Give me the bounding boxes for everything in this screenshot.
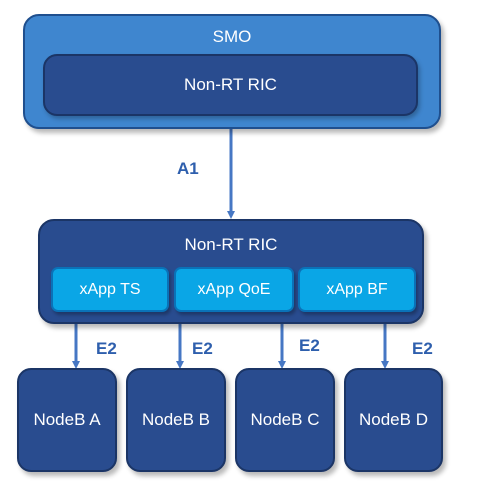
nodeb-b-label: NodeB B — [141, 410, 211, 429]
xapp-bf-label: xApp BF — [326, 280, 388, 298]
xapp-qoe-box: xApp QoE — [174, 267, 294, 312]
non-rt-ric-main-label: Non-RT RIC — [184, 235, 278, 254]
e2-interface-label: E2 — [299, 336, 320, 355]
e2-interface-label: E2 — [192, 339, 213, 358]
smo-label: SMO — [212, 27, 252, 46]
xapp-bf-box: xApp BF — [298, 267, 416, 312]
xapp-ts-box: xApp TS — [51, 267, 169, 312]
nodeb-a-label: NodeB A — [33, 410, 101, 429]
nodeb-b-box: NodeB B — [126, 368, 226, 472]
non-rt-ric-top-box: Non-RT RIC — [43, 54, 418, 116]
a1-interface-label: A1 — [177, 159, 199, 178]
e2-interface-label: E2 — [96, 339, 117, 358]
xapp-ts-label: xApp TS — [79, 280, 141, 298]
xapp-qoe-label: xApp QoE — [197, 280, 271, 298]
nodeb-d-label: NodeB D — [359, 410, 428, 429]
non-rt-ric-top-label: Non-RT RIC — [184, 75, 277, 94]
nodeb-c-box: NodeB C — [235, 368, 335, 472]
e2-interface-label: E2 — [412, 339, 433, 358]
nodeb-a-box: NodeB A — [17, 368, 117, 472]
nodeb-c-label: NodeB C — [250, 410, 320, 429]
nodeb-d-box: NodeB D — [344, 368, 443, 472]
